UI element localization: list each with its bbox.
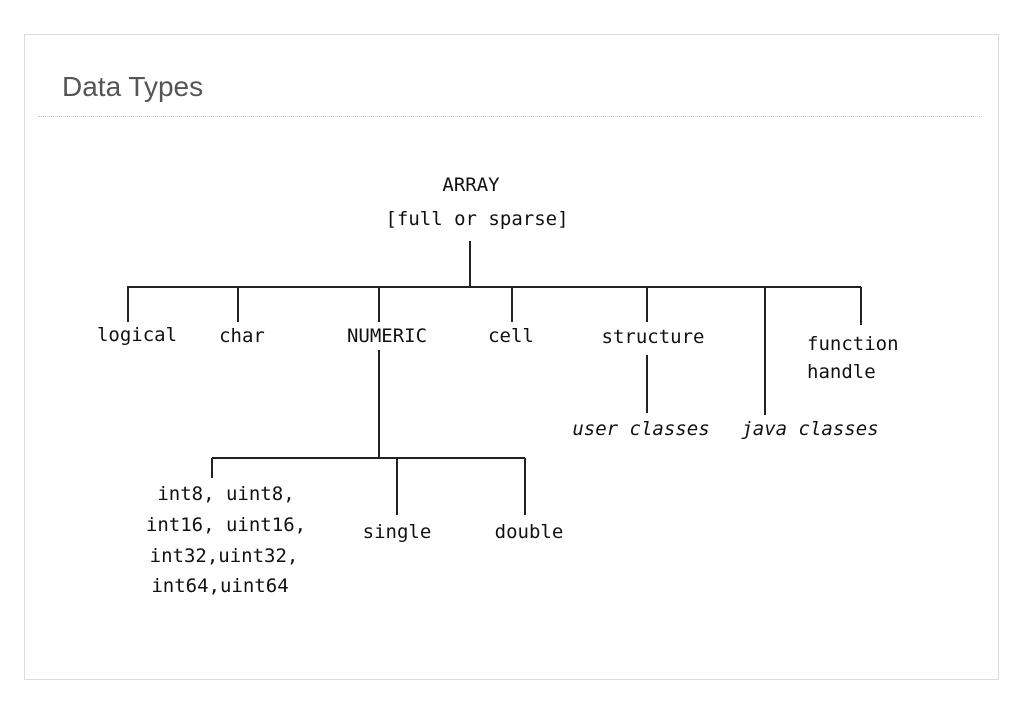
integers-label-line3: int32,uint32, bbox=[150, 545, 299, 567]
root-note: [full or sparse] bbox=[385, 208, 568, 230]
numeric-label: NUMERIC bbox=[347, 325, 427, 347]
user-classes-label: user classes bbox=[572, 418, 709, 440]
cell-label: cell bbox=[488, 325, 534, 347]
slide-title: Data Types bbox=[62, 71, 204, 102]
logical-label: logical bbox=[97, 324, 177, 346]
integers-label-line4: int64,uint64 bbox=[151, 575, 288, 597]
function-handle-label-line1: function bbox=[807, 333, 899, 355]
java-classes-label: java classes bbox=[741, 418, 878, 440]
slide: Data Types bbox=[24, 34, 999, 680]
char-label: char bbox=[219, 325, 265, 347]
integers-label-line2: int16, uint16, bbox=[146, 514, 306, 536]
root-label: ARRAY bbox=[442, 174, 500, 196]
single-label: single bbox=[363, 521, 432, 543]
function-handle-label-line2: handle bbox=[807, 361, 876, 383]
integers-label-line1: int8, uint8, bbox=[157, 483, 294, 505]
title-divider bbox=[38, 116, 982, 117]
structure-label: structure bbox=[602, 326, 705, 348]
double-label: double bbox=[495, 521, 564, 543]
